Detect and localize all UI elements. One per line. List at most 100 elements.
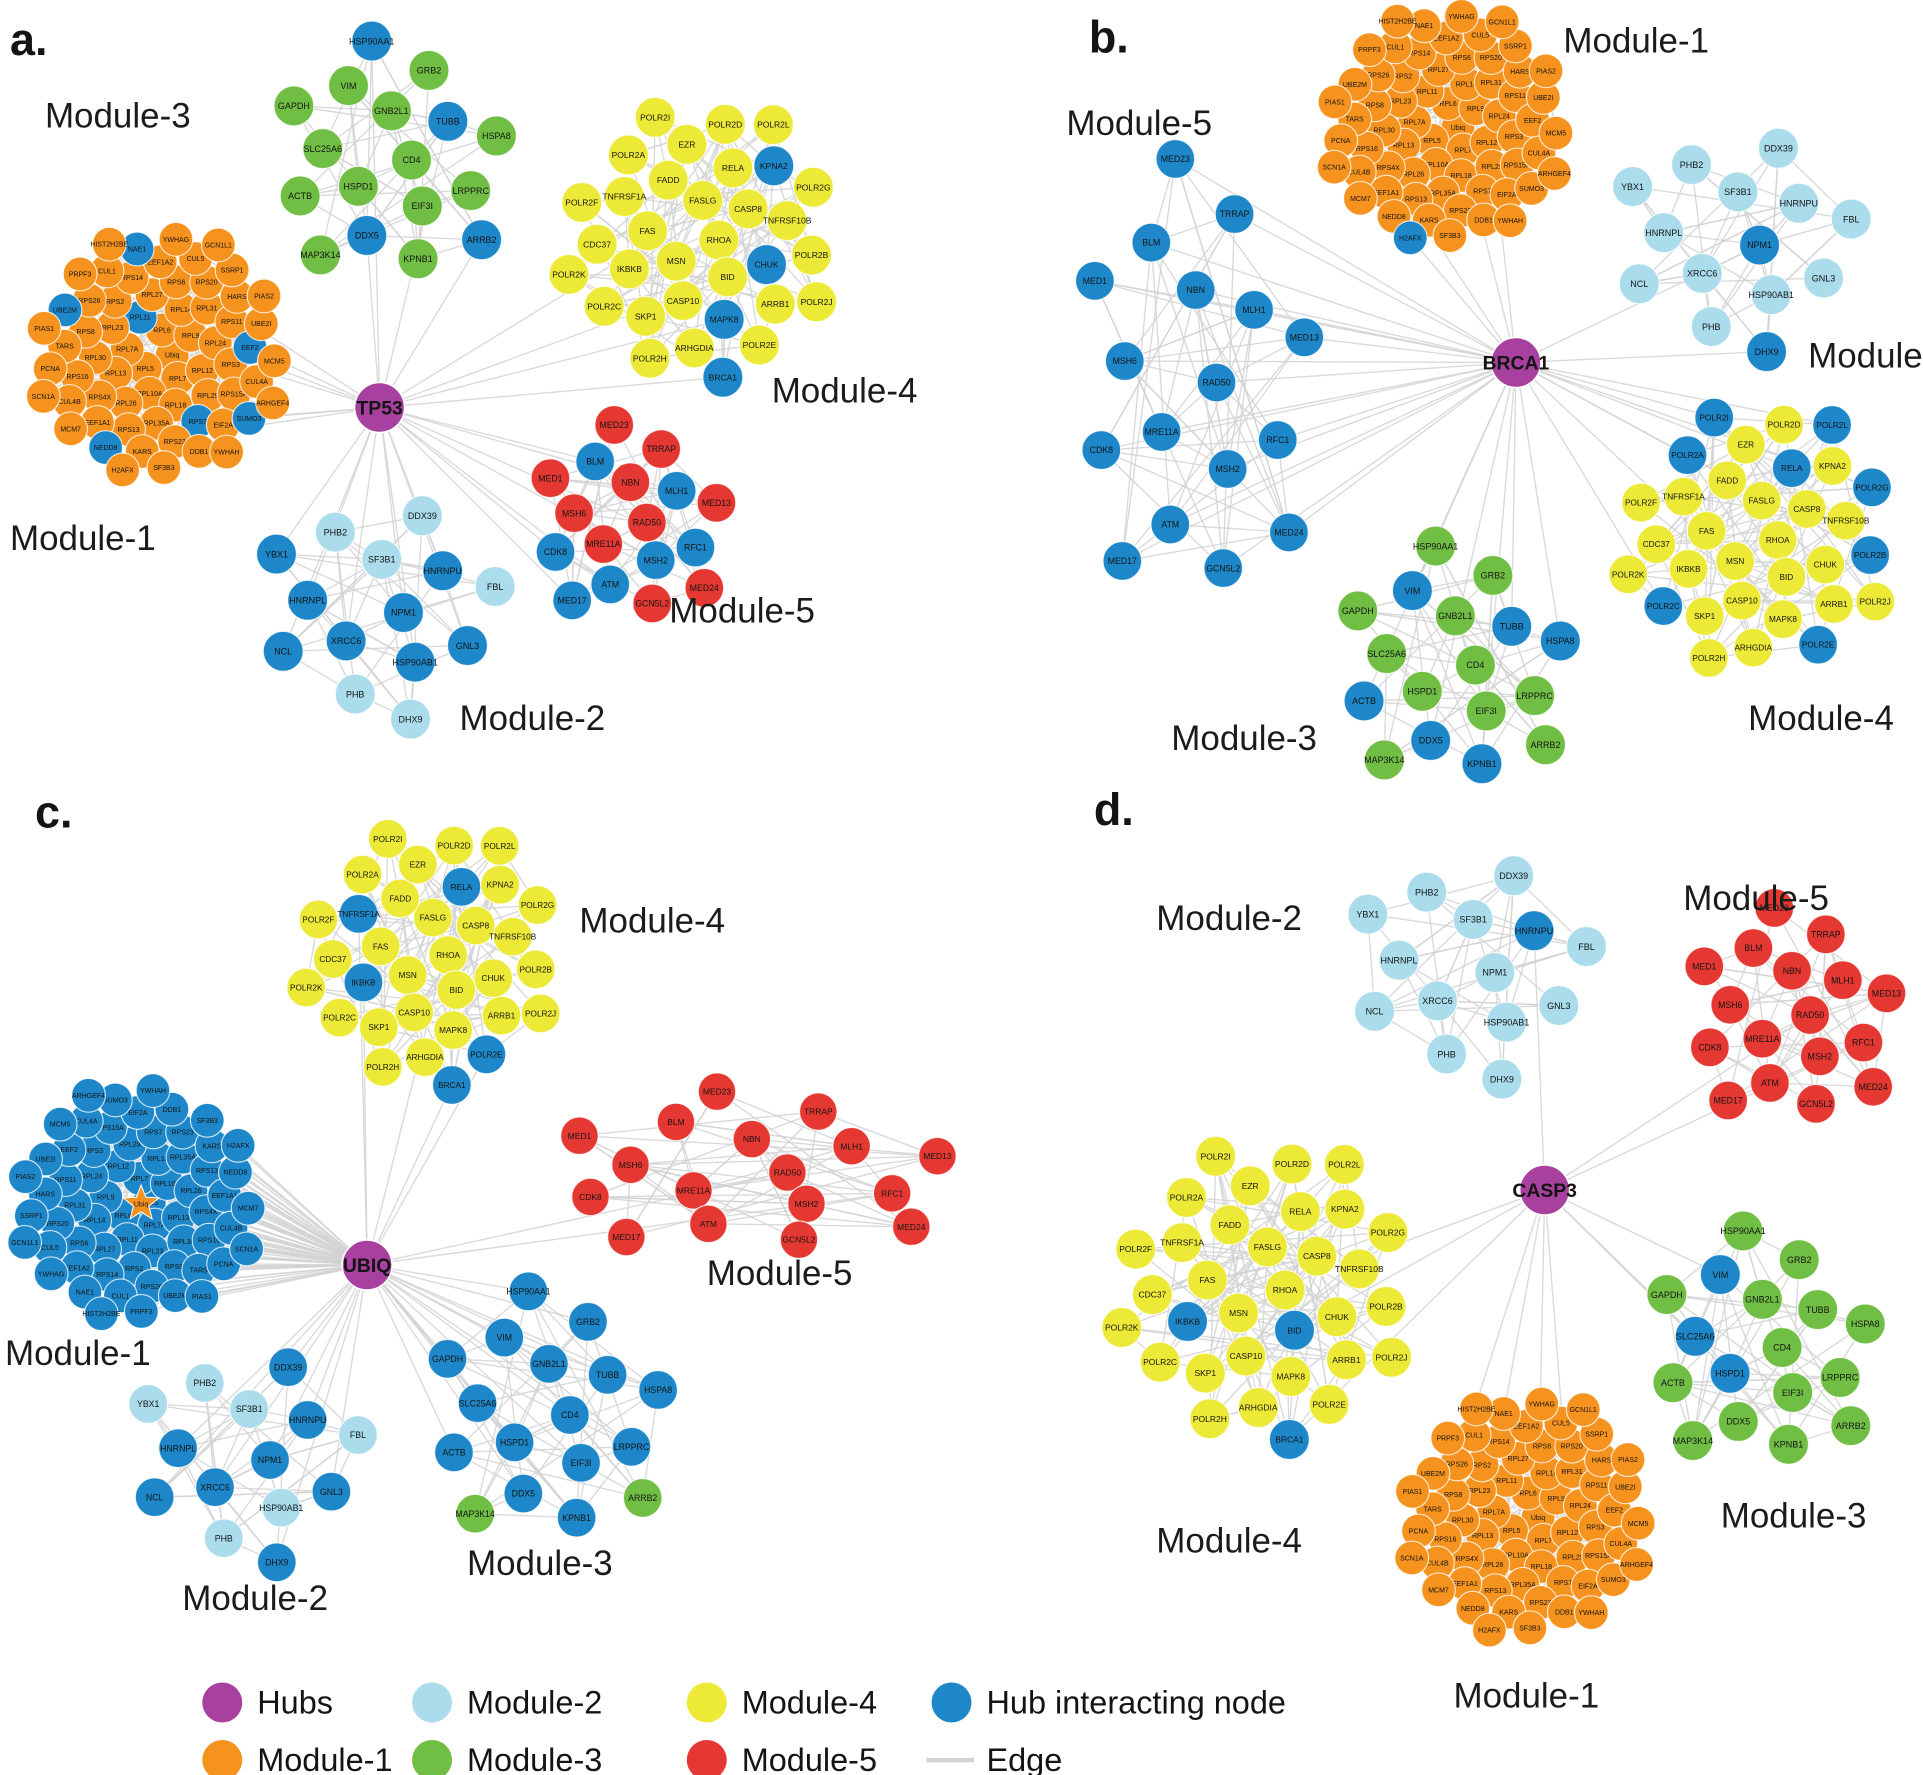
hub-edge	[379, 406, 556, 553]
node-label: H2AFX	[111, 467, 134, 474]
node-label: RPS3	[1586, 1524, 1604, 1531]
node-hist2h2be: HIST2H2BE	[82, 1296, 121, 1332]
node-polr2f: POLR2F	[298, 899, 339, 940]
node-label: ARRB2	[1531, 740, 1561, 750]
node-label: GAPDH	[1651, 1290, 1683, 1300]
node-med1: MED1	[1074, 260, 1115, 301]
node-label: HSP90AB1	[392, 657, 437, 667]
node-ddx39: DDX39	[1493, 855, 1535, 897]
node-label: KARS	[1499, 1610, 1518, 1617]
edge	[1727, 1041, 1864, 1102]
node-label: RPS20	[196, 280, 218, 287]
node-vim: VIM	[327, 65, 370, 107]
node-polr2d: POLR2D	[704, 103, 746, 145]
node-label: RPS13	[196, 1168, 218, 1175]
node-msh2: MSH2	[635, 540, 676, 581]
node-label: PRPF3	[130, 1309, 153, 1316]
node-tubb: TUBB	[1797, 1289, 1839, 1331]
node-label: CASP8	[1793, 505, 1820, 514]
node-label: RHOA	[436, 951, 460, 960]
node-faslg: FASLG	[1741, 480, 1782, 521]
node-label: RPL29	[1562, 1555, 1583, 1562]
node-hnrnpu: HNRNPU	[422, 550, 464, 592]
node-ddx5: DDX5	[503, 1473, 544, 1514]
node-label: GCN5L2	[782, 1235, 815, 1245]
node-ddx39: DDX39	[268, 1347, 309, 1388]
edge	[716, 1090, 852, 1147]
node-label: EIF3I	[1475, 706, 1496, 716]
node-map3k14: MAP3K14	[1672, 1419, 1714, 1462]
node-hspa8: HSPA8	[475, 115, 517, 157]
node-label: H2AFX	[227, 1143, 250, 1150]
node-label: POLR2E	[1802, 641, 1835, 650]
node-label: MSN	[399, 971, 417, 980]
node-label: BLM	[1744, 943, 1762, 953]
node-label: POLR2F	[565, 198, 598, 208]
node-label: EIF2A	[1578, 1584, 1598, 1591]
node-label: MAP3K14	[455, 1509, 494, 1519]
node-label: MCM7	[1350, 196, 1371, 203]
node-sf3b3: SF3B3	[189, 1102, 225, 1138]
node-label: NCL	[146, 1492, 164, 1502]
node-label: CUL1	[111, 1293, 129, 1300]
node-ezr: EZR	[397, 844, 438, 885]
node-msn: MSN	[1715, 541, 1756, 582]
node-label: LRPPRC	[1822, 1373, 1859, 1383]
node-med17: MED17	[1102, 541, 1143, 581]
node-arhgdia: ARHGDIA	[404, 1037, 445, 1078]
node-label: GCN5L2	[1799, 1099, 1833, 1109]
node-tnfrsf10b: TNFRSF10B	[763, 200, 812, 242]
edge	[1100, 213, 1236, 451]
node-label: HNRNPU	[423, 566, 461, 576]
node-nedd8: NEDD8	[218, 1154, 253, 1190]
node-label: YWHAH	[140, 1088, 166, 1095]
edge	[630, 1164, 893, 1194]
node-label: UBE2M	[163, 1293, 187, 1300]
node-cd4: CD4	[1454, 644, 1496, 686]
node-label: MRE11A	[586, 539, 620, 549]
node-label: KPNB1	[1467, 759, 1496, 769]
edge	[1639, 277, 1824, 285]
node-label: EIF3I	[412, 201, 433, 211]
node-label: POLR2A	[346, 870, 379, 879]
node-label: TARS	[56, 344, 74, 351]
node-label: CHUK	[755, 260, 779, 270]
node-label: RPL14	[84, 1218, 105, 1225]
node-polr2a: POLR2A	[342, 854, 383, 895]
node-tnfrsf10b: TNFRSF10B	[1822, 500, 1870, 541]
module-label: Module-2	[1156, 899, 1302, 938]
hub-edge	[1430, 362, 1517, 741]
node-label: RPL5	[1503, 1528, 1521, 1535]
node-label: DDX5	[512, 1489, 535, 1499]
node-label: RPS16	[1356, 146, 1378, 153]
node-label: SF3B3	[1439, 233, 1460, 240]
node-label: RPL9	[1547, 1496, 1565, 1503]
node-label: CUL4A	[1610, 1541, 1633, 1548]
node-label: ACTB	[1661, 1378, 1685, 1388]
module-label: Module-5	[1066, 104, 1212, 143]
node-polr2h: POLR2H	[362, 1046, 403, 1087]
hub-edge	[1277, 361, 1517, 441]
node-label: IKBKB	[617, 264, 642, 274]
node-label: PHB2	[1680, 160, 1703, 170]
node-label: CDC37	[583, 239, 611, 249]
node-label: GNB2L1	[532, 1359, 566, 1369]
node-rad50: RAD50	[1790, 995, 1831, 1035]
node-label: RPL35A	[1510, 1582, 1536, 1589]
node-h2afx: H2AFX	[1392, 220, 1428, 256]
node-label: SUMO3	[103, 1097, 128, 1104]
node-brca1: BRCA1	[431, 1064, 472, 1105]
node-label: FADD	[657, 175, 680, 185]
node-polr2a: POLR2A	[1165, 1176, 1208, 1218]
edge	[579, 1135, 709, 1225]
node-label: MED24	[1859, 1082, 1888, 1092]
node-label: RPL27	[1508, 1456, 1529, 1463]
node-hspd1: HSPD1	[494, 1422, 535, 1463]
node-kpnb1: KPNB1	[1767, 1423, 1810, 1465]
node-label: DHX9	[1490, 1074, 1514, 1084]
edge	[1672, 1259, 1800, 1384]
node-label: CUL5	[187, 256, 205, 263]
edge	[590, 1196, 912, 1228]
node-med17: MED17	[1708, 1080, 1749, 1121]
edge	[1374, 930, 1535, 1012]
